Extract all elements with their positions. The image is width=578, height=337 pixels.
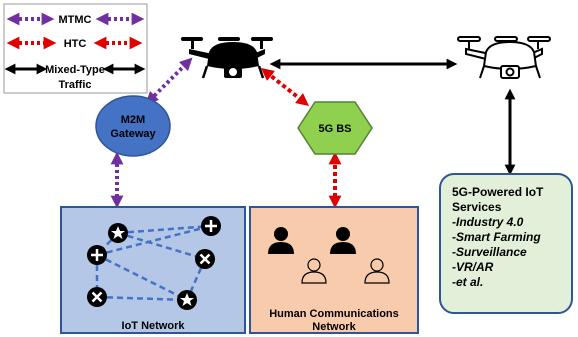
person-filled-icon — [268, 227, 294, 254]
services-title-1: 5G-Powered IoT — [452, 185, 544, 199]
drone-icon — [179, 35, 275, 80]
5g-bs-node: 5G BS — [297, 101, 373, 155]
link-gateway-to-drone — [145, 57, 193, 105]
legend-htc-label: HTC — [64, 38, 87, 50]
services-item: -VR/AR — [452, 260, 494, 274]
iot-network-box: IoT Network — [60, 206, 246, 334]
drone-icon — [457, 36, 551, 79]
services-item: -Industry 4.0 — [452, 215, 524, 229]
plus-node-icon — [201, 216, 221, 236]
star-node-icon — [108, 223, 128, 243]
m2m-gateway-label-2: Gateway — [110, 128, 156, 140]
legend-mixed-label-2: Traffic — [58, 79, 91, 91]
legend-mixed-label-1: Mixed-Type — [45, 64, 105, 76]
cross-node-icon — [195, 249, 215, 269]
m2m-gateway-node: M2M Gateway — [95, 95, 171, 157]
human-network-box: Human Communications Network — [249, 206, 419, 334]
person-outline-icon — [364, 258, 390, 284]
services-item: -Smart Farming — [452, 230, 541, 244]
services-item: -Surveillance — [452, 245, 527, 259]
m2m-gateway-label-1: M2M — [121, 114, 145, 126]
person-filled-icon — [330, 227, 356, 254]
human-network-label-1: Human Communications — [269, 308, 399, 320]
legend: MTMC HTC Mixed-Type Traffic — [3, 3, 148, 94]
plus-node-icon — [87, 245, 107, 265]
services-box: 5G-Powered IoT Services -Industry 4.0 -S… — [439, 173, 573, 314]
legend-mtmc: MTMC — [6, 12, 145, 26]
services-title-2: Services — [452, 200, 502, 214]
link-drone-to-bs — [260, 68, 310, 106]
star-node-icon — [177, 290, 197, 310]
legend-htc: HTC — [6, 36, 143, 50]
iot-network-label: IoT Network — [122, 320, 186, 332]
human-network-label-2: Network — [312, 321, 356, 333]
cross-node-icon — [87, 287, 107, 307]
legend-mixed: Mixed-Type Traffic — [4, 63, 146, 91]
services-item: -et al. — [452, 275, 483, 289]
legend-mtmc-label: MTMC — [59, 14, 92, 26]
5g-bs-label: 5G BS — [318, 123, 351, 135]
person-outline-icon — [301, 258, 327, 284]
